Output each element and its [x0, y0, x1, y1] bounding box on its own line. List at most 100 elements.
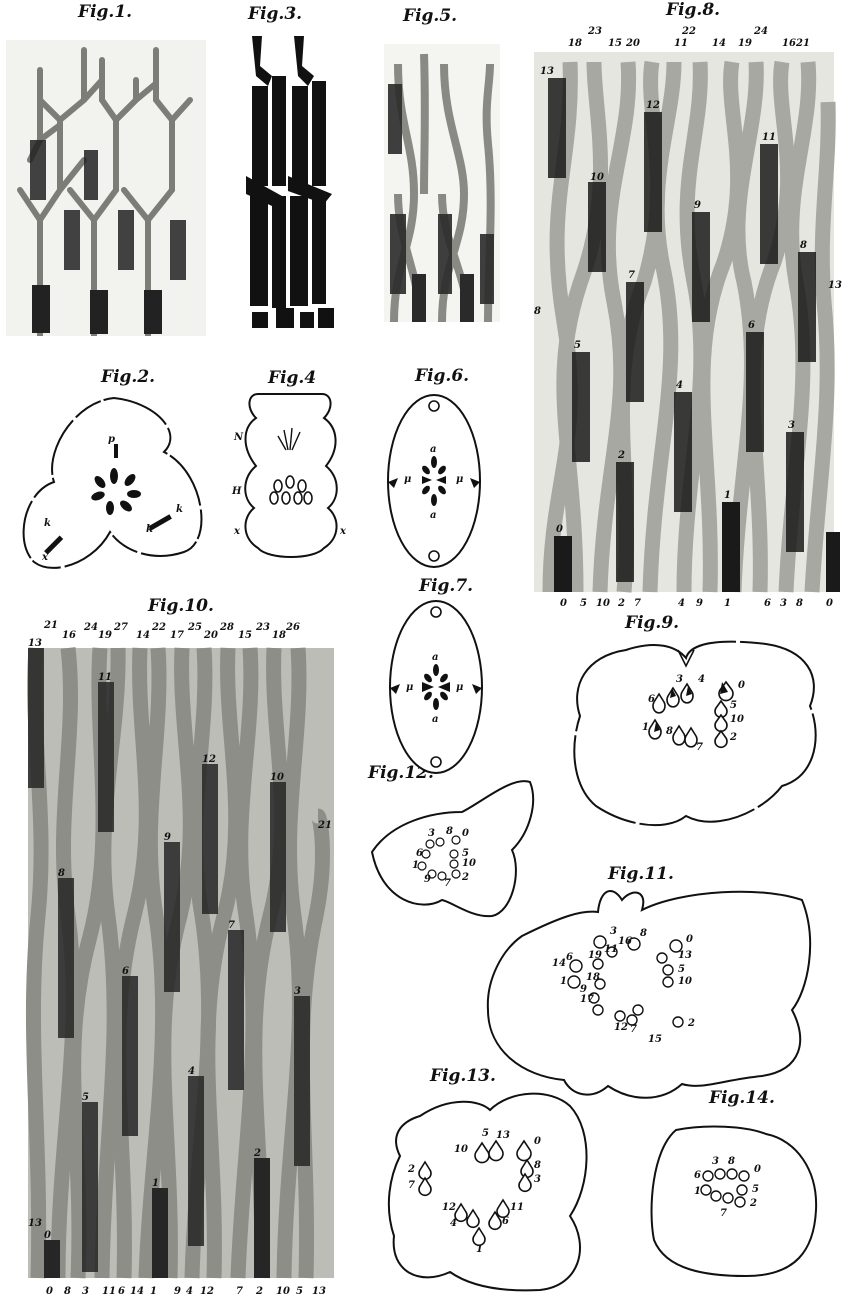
fig10-top-label: 14: [136, 630, 150, 641]
fig8-top-label: 23: [587, 26, 602, 37]
fig14-label: 8: [728, 1156, 735, 1167]
fig11-label: 16: [618, 936, 632, 947]
fig8-top-labels: 18 23 15 20 22 11 14 19 24 16 21: [568, 26, 810, 49]
fig4-label-N: N: [233, 432, 244, 443]
fig4-plate: N H x x: [228, 388, 352, 566]
fig10-top-label: 21: [43, 620, 58, 631]
fig4-caption: Fig.4: [268, 368, 316, 388]
fig14-label: 0: [754, 1164, 761, 1175]
fig12-label: 3: [428, 828, 435, 839]
fig8-top-label: 20: [625, 38, 640, 49]
fig13-label: 8: [534, 1160, 541, 1171]
fig10-strand-label: 3: [294, 986, 301, 997]
fig8-strand-label: 1: [724, 490, 731, 501]
fig10-bottom-label: 13: [312, 1286, 326, 1297]
fig10-strand-label: 0: [44, 1230, 51, 1241]
fig9-plate: 3 4 0 6 5 10 1 8 2 7: [566, 636, 830, 836]
fig11-label: 10: [678, 976, 692, 987]
fig2-label-k: k: [44, 518, 51, 529]
fig8-strand-label: 11: [762, 132, 776, 143]
fig10-strand-label: 7: [228, 920, 235, 931]
fig10-strand-label: 13: [28, 1218, 42, 1229]
fig6-caption: Fig.6.: [415, 366, 469, 386]
fig10-bottom-label: 7: [236, 1286, 243, 1297]
fig13-label: 7: [408, 1180, 415, 1191]
fig10-bottom-label: 4: [186, 1286, 193, 1297]
fig8-strand-label: 6: [748, 320, 755, 331]
fig13-label: 5: [482, 1128, 489, 1139]
fig10-strand-label: 1: [152, 1178, 159, 1189]
fig11-label: 12: [614, 1022, 628, 1033]
fig6-label-a: a: [430, 444, 436, 455]
fig10-top-label: 20: [203, 630, 218, 641]
fig2-label-k: k: [146, 524, 153, 535]
fig11-label: 2: [687, 1018, 695, 1029]
fig8-strand-label: 8: [800, 240, 807, 251]
fig8-bottom-label: 8: [796, 598, 803, 609]
fig4-label-x: x: [339, 526, 347, 537]
fig8-bottom-label: 6: [764, 598, 771, 609]
fig10-top-labels: 21 16 24 19 27 14 22 17 25 20 28 15 23 1…: [43, 620, 300, 641]
fig7-label-a: a: [432, 652, 438, 663]
fig11-plate: 3 8 0 16 11 13 14 6 19 5 1 18 10 9 17 2 …: [482, 880, 818, 1110]
fig9-label: 4: [698, 674, 705, 685]
fig9-label: 8: [666, 726, 673, 737]
fig8-strand-label: 12: [646, 100, 660, 111]
fig11-label: 17: [580, 994, 594, 1005]
fig6-plate: a a μ μ: [384, 392, 484, 570]
fig14-label: 7: [720, 1208, 727, 1219]
fig10-bottom-labels: 0 8 3 11 6 14 1 9 4 12 7 2 10 5 13: [46, 1286, 326, 1297]
fig11-label: 19: [588, 950, 602, 961]
fig14-plate: 3 8 0 6 5 1 2 7: [646, 1120, 830, 1282]
fig8-top-label: 18: [568, 38, 582, 49]
fig1-plate: [6, 40, 206, 336]
fig2-label-x: x: [41, 552, 49, 563]
fig9-label: 3: [676, 674, 683, 685]
fig10-top-label: 18: [272, 630, 286, 641]
fig11-label: 18: [586, 972, 600, 983]
fig8-top-label: 19: [738, 38, 752, 49]
fig10-strand-label: 2: [253, 1148, 261, 1159]
fig10-strand-label: 4: [188, 1066, 195, 1077]
fig11-label: 7: [630, 1024, 637, 1035]
fig10-top-label: 23: [255, 622, 270, 633]
fig8-top-label: 15: [608, 38, 622, 49]
fig8-strand-label: 2: [617, 450, 625, 461]
fig14-label: 2: [749, 1198, 757, 1209]
fig8-bottom-label: 10: [596, 598, 610, 609]
fig9-label: 10: [730, 714, 744, 725]
fig13-label: 6: [502, 1216, 509, 1227]
fig8-top-label: 11: [674, 38, 688, 49]
fig8-bottom-label: 0: [560, 598, 567, 609]
fig10-top-label: 27: [113, 622, 128, 633]
fig10-bottom-label: 0: [46, 1286, 53, 1297]
fig10-bottom-label: 14: [130, 1286, 144, 1297]
fig13-label: 0: [534, 1136, 541, 1147]
fig9-label: 5: [730, 700, 737, 711]
fig8-strand-label: 5: [574, 340, 581, 351]
fig13-label: 11: [510, 1202, 524, 1213]
fig10-top-label: 26: [285, 622, 300, 633]
fig8-strand-label: 3: [788, 420, 795, 431]
fig8-top-label: 22: [681, 26, 696, 37]
fig8-strand-label: 10: [590, 172, 604, 183]
fig11-label: 1: [560, 976, 567, 987]
fig10-strand-label: 21: [317, 820, 332, 831]
fig7-plate: a a μ μ: [386, 598, 486, 776]
fig9-label: 0: [738, 680, 745, 691]
fig13-label: 13: [496, 1130, 510, 1141]
fig13-label: 4: [450, 1218, 457, 1229]
fig12-label: 2: [461, 872, 469, 883]
fig9-label: 6: [648, 694, 655, 705]
fig8-bottom-label: 3: [780, 598, 787, 609]
fig11-label: 0: [686, 934, 693, 945]
fig4-label-H: H: [231, 486, 242, 497]
fig7-label-mu: μ: [456, 682, 463, 693]
fig10-top-label: 16: [62, 630, 76, 641]
fig9-label: 1: [642, 722, 649, 733]
fig8-bottom-label: 9: [696, 598, 703, 609]
fig10-bottom-label: 1: [150, 1286, 157, 1297]
fig8-strand-label: 13: [828, 280, 842, 291]
fig10-bottom-label: 11: [102, 1286, 116, 1297]
fig13-label: 1: [476, 1244, 483, 1255]
